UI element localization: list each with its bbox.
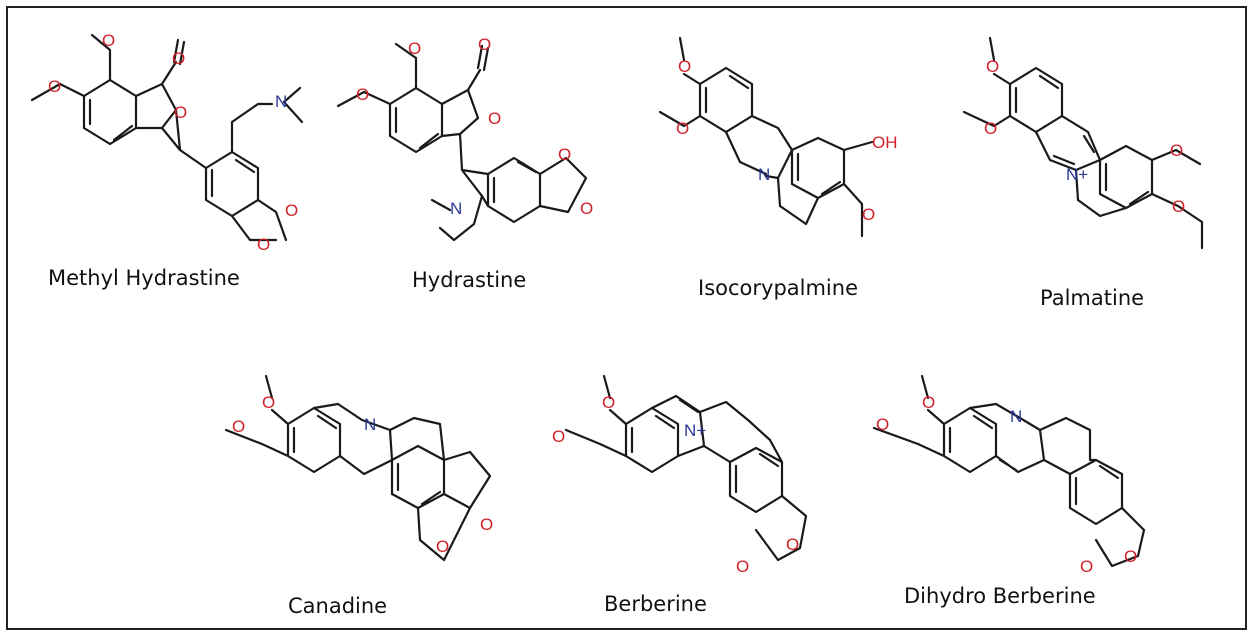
atom-o: O <box>488 109 501 128</box>
structure-palmatine: O O N+ O O <box>962 36 1204 250</box>
structure-berberine: O O N+ O O <box>552 374 808 576</box>
atom-oh: OH <box>872 133 898 152</box>
compound-label: Hydrastine <box>412 268 527 292</box>
atom-o: O <box>552 427 565 446</box>
atom-o: O <box>480 515 493 534</box>
atom-o: O <box>174 103 187 122</box>
atom-o: O <box>984 119 997 138</box>
atom-n: N <box>275 92 287 111</box>
atom-nplus: N+ <box>1066 165 1088 184</box>
atom-o: O <box>102 31 115 50</box>
compound-label: Palmatine <box>1040 286 1145 310</box>
atom-o: O <box>736 557 749 576</box>
atom-o: O <box>408 39 421 58</box>
compound-label: Canadine <box>288 594 388 618</box>
atom-n: N <box>758 165 770 184</box>
atom-o: O <box>1124 547 1137 566</box>
structure-methyl-hydrastine: O O O O N O O <box>30 31 304 254</box>
atom-o: O <box>602 393 615 412</box>
atom-o: O <box>172 49 185 68</box>
atom-n: N <box>364 415 376 434</box>
atom-o: O <box>356 85 369 104</box>
atom-o: O <box>285 201 298 220</box>
atom-o: O <box>1080 557 1093 576</box>
structure-dihydro-berberine: O O N O O <box>872 374 1146 576</box>
atom-o: O <box>436 537 449 556</box>
structure-hydrastine: O O O O N O O <box>336 35 593 242</box>
atom-o: O <box>786 535 799 554</box>
compound-label: Isocorypalmine <box>698 276 858 300</box>
atom-o: O <box>1170 141 1183 160</box>
atom-o: O <box>678 57 691 76</box>
atom-o: O <box>580 199 593 218</box>
atom-o: O <box>48 77 61 96</box>
compound-label: Berberine <box>604 592 707 616</box>
atom-n: N <box>450 199 462 218</box>
atom-o: O <box>676 119 689 138</box>
atom-o: O <box>478 35 491 54</box>
structure-isocorypalmine: O O N OH O <box>658 36 898 238</box>
compound-label: Dihydro Berberine <box>904 584 1096 608</box>
atom-n: N <box>1010 407 1022 426</box>
atom-o: O <box>257 235 270 254</box>
atom-o: O <box>922 393 935 412</box>
atom-o: O <box>986 57 999 76</box>
atom-o: O <box>876 415 889 434</box>
atom-o: O <box>862 205 875 224</box>
compound-label: Methyl Hydrastine <box>48 266 240 290</box>
atom-o: O <box>262 393 275 412</box>
figure-frame <box>6 6 1247 630</box>
atom-o: O <box>1172 197 1185 216</box>
structure-canadine: O O N O O <box>224 374 493 562</box>
atom-o: O <box>232 417 245 436</box>
atom-nplus: N+ <box>684 421 706 440</box>
atom-o: O <box>558 145 571 164</box>
